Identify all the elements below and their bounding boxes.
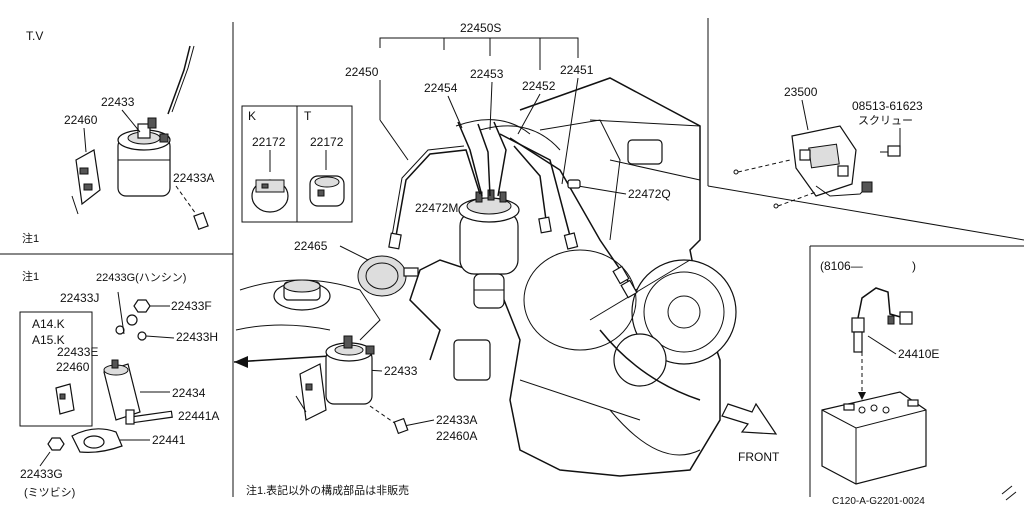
tv-panel: T.V 22433 22460 22433A 注1 [22,29,214,245]
ignition-unit-icon [791,125,873,197]
note1-part-22433g-hanshin: 22433G(ハンシン) [96,272,186,284]
ignition-coil-icon [117,117,171,197]
part-22433a: 22433A [436,413,477,427]
screw-icon [880,145,901,157]
rotor-k-part: 22172 [252,135,286,149]
battery-icon [821,352,927,485]
nut-bottom-icon [39,437,65,467]
part-24410e: 24410E [898,347,939,361]
variant-a15k: A15.K [32,333,65,347]
bolt-22441a-icon [125,409,173,425]
rotor-k-icon [251,179,289,213]
rotor-t-icon [309,175,345,207]
drawing-code: C120-A-G2201-0024 [832,496,925,507]
part-22472q: 22472Q [628,187,671,201]
temperature-sensor-icon [851,287,913,353]
note1-part-22433g: 22433G [20,467,63,481]
clamp-icon [71,428,150,453]
relay-panel: 23500 08513-61623 スクリュー [733,85,923,209]
corner-mark-icon [1001,485,1017,501]
note1-part-22433j: 22433J [60,291,99,305]
distributor-icon [458,189,520,309]
main-ignition-coil-icon [295,335,375,421]
front-label: FRONT [738,450,780,464]
part-22454: 22454 [424,81,458,95]
wire-clip-icon [567,179,581,189]
note1-part-22434: 22434 [172,386,206,400]
note1-part-22441: 22441 [152,433,186,447]
note1-part-22460: 22460 [56,360,90,374]
air-cleaner-icon [235,279,381,341]
note1-part-22441a: 22441A [178,409,219,423]
screw-name: スクリュー [858,114,913,127]
part-22451: 22451 [560,63,594,77]
part-22453: 22453 [470,67,504,81]
sensor-panel: (8106— ) 24410E [820,259,939,485]
rotor-box: K T 22172 22172 [241,105,353,223]
spark-plug-wires [391,119,631,285]
part-08513-61623: 08513-61623 [852,99,923,113]
bolt-icon [175,185,209,231]
part-22450: 22450 [345,65,379,79]
note1-tag-mitsubishi: (ミツビシ) [24,486,75,499]
coil-bracket-icon [71,149,101,215]
part-22433: 22433 [384,364,418,378]
panel-dividers [0,18,1024,497]
rotor-t-part: 22172 [310,135,344,149]
tv-note-label: 注1 [22,231,39,245]
note1-part-22433e: 22433E [57,345,98,359]
nut-icon [115,291,175,341]
rotor-t-label: T [304,109,312,123]
part-23500: 23500 [784,85,818,99]
tv-panel-title: T.V [26,29,43,43]
rotor-k-label: K [248,109,256,123]
note1-panel-title: 注1 [22,269,39,283]
front-arrow-icon [721,402,778,435]
tv-part-22460: 22460 [64,113,98,127]
vacuum-advance-icon [357,255,419,297]
reference-arrow [233,355,331,368]
bracket-small-icon [55,383,75,415]
part-22460a: 22460A [436,429,477,443]
part-22452: 22452 [522,79,556,93]
note1-panel: 注1 22433G(ハンシン) 22433J 22433F 22433H 224… [19,269,219,499]
condenser-icon [103,359,170,421]
variant-a14k: A14.K [32,317,65,331]
engine-block-icon [409,77,737,477]
tv-part-22433: 22433 [101,95,135,109]
main-bolt-icon [369,405,409,435]
plug-boot-icon [388,216,638,299]
note1-part-22433f: 22433F [171,299,212,313]
variant-box [19,311,93,427]
part-22472m: 22472M [415,201,458,215]
part-22450s: 22450S [460,21,501,35]
sensor-date-label: (8106— [820,259,863,273]
note1-part-22433h: 22433H [176,330,218,344]
tv-part-22433a: 22433A [173,171,214,185]
sensor-date-close: ) [912,259,916,273]
main-panel: 22450S 22450 22454 22453 22452 22451 224… [233,21,780,497]
footnote: 注1.表記以外の構成部品は非販売 [246,483,409,497]
tv-coil-wire [167,45,191,115]
part-22465: 22465 [294,239,328,253]
